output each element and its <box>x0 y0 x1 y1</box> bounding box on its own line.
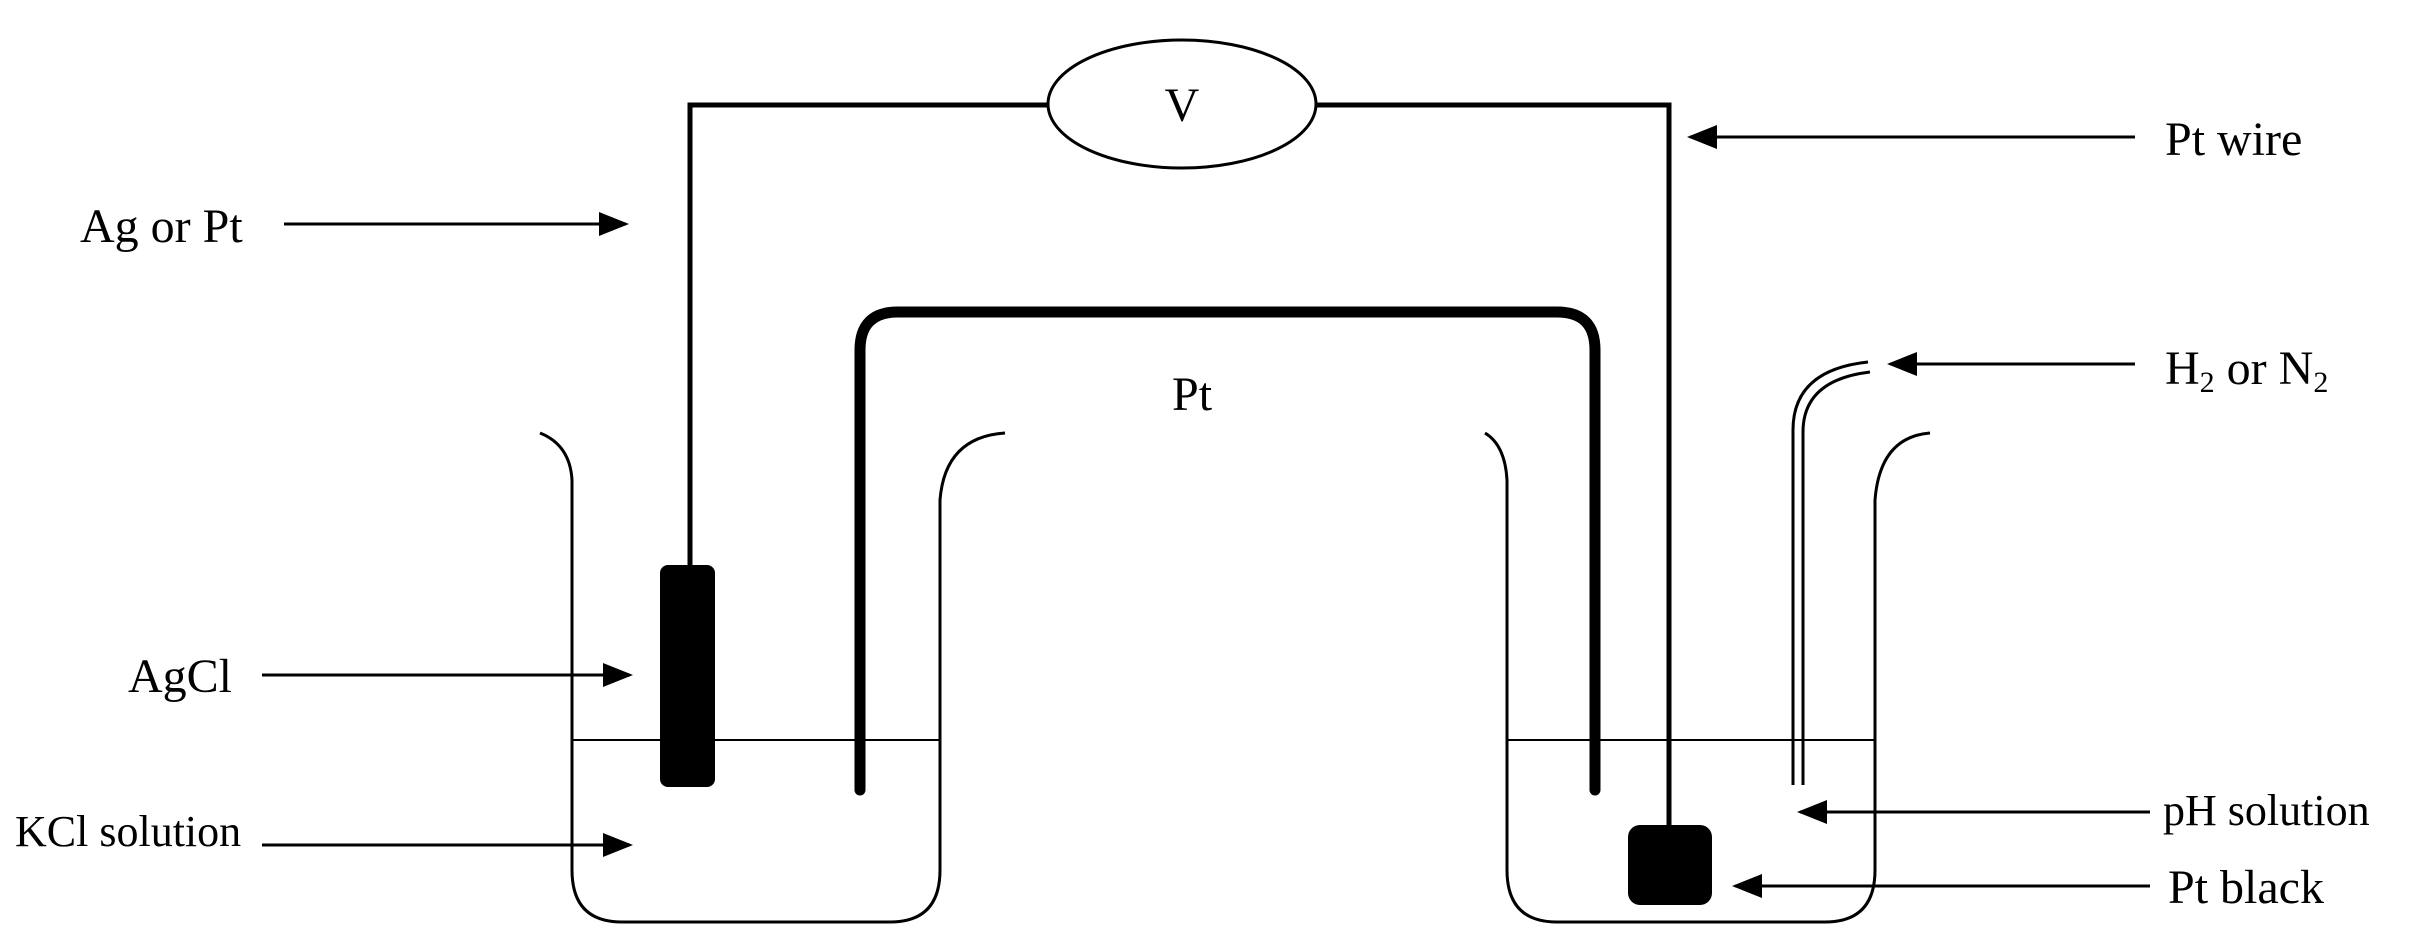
right-beaker-outline <box>1484 431 1931 924</box>
gas-h-subscript: 2 <box>2200 366 2215 399</box>
pt-black-electrode <box>1628 825 1712 905</box>
gas-text: H2 or N2 <box>2165 342 2328 399</box>
left-lead-wire <box>687 102 1048 565</box>
voltmeter: V <box>1046 38 1318 170</box>
left-beaker-outline <box>539 431 1006 924</box>
label-gas: H2 or N2 <box>1887 342 2328 399</box>
gas-n-subscript: 2 <box>2313 366 2328 399</box>
label-ph-solution: pH solution <box>1797 786 2370 835</box>
external-circuit <box>687 102 1672 832</box>
gas-inlet-tube <box>1791 360 1871 785</box>
gas-h: H <box>2165 342 2200 395</box>
label-pt-black: Pt black <box>1732 861 2324 914</box>
pt-black-text: Pt black <box>2168 861 2324 914</box>
right-lead-wire <box>1316 102 1672 832</box>
pt-wire-text: Pt wire <box>2165 113 2302 166</box>
label-pt-wire: Pt wire <box>1687 113 2302 166</box>
pt-salt-bridge <box>854 306 1601 796</box>
label-ag-or-pt: Ag or Pt <box>80 200 629 253</box>
ph-solution-text: pH solution <box>2163 786 2370 835</box>
voltmeter-label: V <box>1165 79 1200 132</box>
gas-or-n: or N <box>2215 342 2314 395</box>
gas-tube-outer <box>1791 360 1869 785</box>
voltmeter-body <box>1046 38 1318 170</box>
right-beaker <box>1484 431 1931 924</box>
agcl-electrode <box>660 565 715 787</box>
pt-bridge-label: Pt <box>1172 368 1213 421</box>
label-agcl: AgCl <box>128 650 633 703</box>
left-beaker <box>539 431 1006 924</box>
gas-tube-inner <box>1801 370 1871 785</box>
label-kcl-solution: KCl solution <box>15 807 633 857</box>
ag-or-pt-text: Ag or Pt <box>80 200 243 253</box>
agcl-text: AgCl <box>128 650 232 703</box>
kcl-solution-text: KCl solution <box>15 807 241 856</box>
